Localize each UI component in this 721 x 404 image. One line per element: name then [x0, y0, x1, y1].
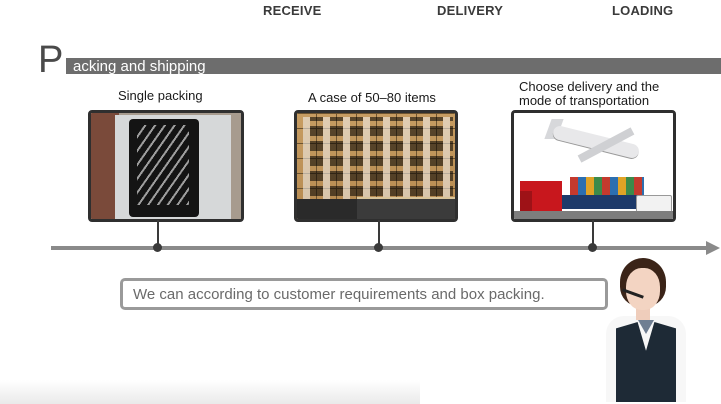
- bottom-fade: [0, 380, 420, 404]
- stage-caption-case: A case of 50–80 items: [308, 90, 436, 105]
- timeline-stem: [157, 220, 159, 246]
- timeline-dot: [153, 243, 162, 252]
- timeline-stem: [378, 220, 380, 246]
- timeline-stem: [592, 220, 594, 246]
- step-receive: RECEIVE: [263, 3, 322, 18]
- timeline-dot: [374, 243, 383, 252]
- single-packing-photo: [88, 110, 244, 222]
- section-title-text: acking and shipping: [73, 58, 206, 75]
- customer-service-agent-image: [600, 256, 710, 402]
- section-title-bar: [66, 58, 721, 74]
- section-title-initial: P: [38, 39, 64, 81]
- packing-notice-text: We can according to customer requirement…: [133, 286, 545, 303]
- transportation-photo: [511, 110, 676, 222]
- carton-stack-photo: [294, 110, 458, 222]
- timeline-arrow-icon: [706, 241, 720, 255]
- stage-caption-delivery: Choose delivery and the mode of transpor…: [519, 79, 660, 108]
- ship-icon: [554, 195, 650, 209]
- step-loading: LOADING: [612, 3, 674, 18]
- packing-notice-box: We can according to customer requirement…: [120, 278, 608, 310]
- step-delivery: DELIVERY: [437, 3, 504, 18]
- timeline-dot: [588, 243, 597, 252]
- stage-caption-single-packing: Single packing: [118, 88, 203, 103]
